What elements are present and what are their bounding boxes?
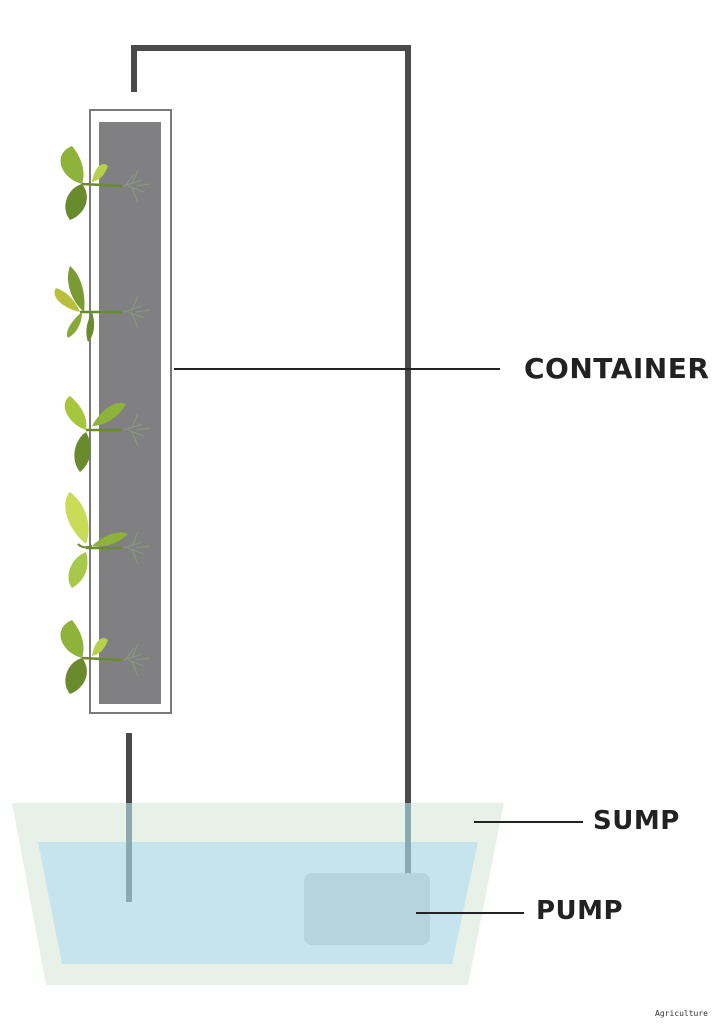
pump-unit (304, 873, 430, 945)
footer-caption: Agriculture (655, 1009, 708, 1018)
sump-label: SUMP (593, 806, 680, 836)
container-label: CONTAINER (524, 352, 710, 385)
supply-pipe (131, 45, 411, 803)
pump-label: PUMP (536, 896, 624, 926)
